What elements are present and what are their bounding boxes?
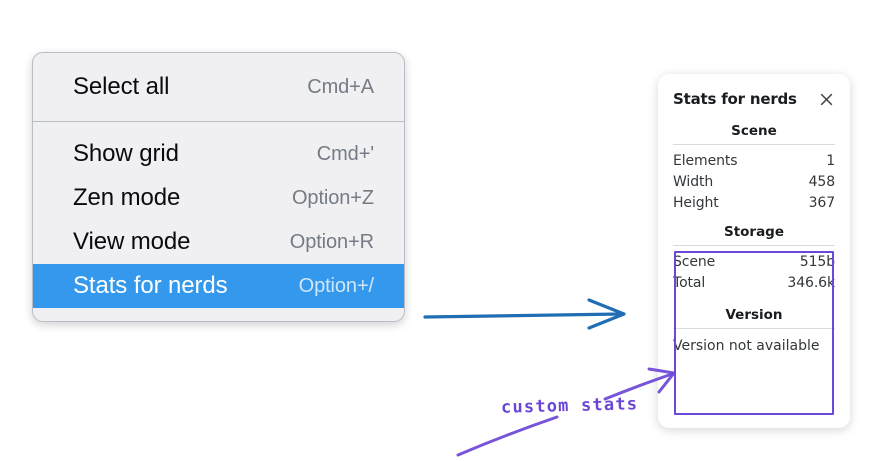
stat-value: 346.6k: [787, 274, 835, 291]
blue-arrow-annotation: [423, 298, 626, 330]
menu-item-zen-mode[interactable]: Zen mode Option+Z: [33, 176, 404, 220]
menu-item-accelerator: Option+/: [298, 274, 374, 297]
menu-item-stats-for-nerds[interactable]: Stats for nerds Option+/: [33, 264, 404, 308]
menu-item-accelerator: Cmd+A: [307, 75, 374, 98]
stat-row: Elements 1: [673, 150, 835, 171]
section-rule: [673, 245, 835, 246]
menu-item-accelerator: Cmd+': [316, 142, 374, 165]
menu-item-label: View mode: [73, 228, 191, 255]
menu-item-view-mode[interactable]: View mode Option+R: [33, 220, 404, 264]
stats-panel-body: Stats for nerds Scene Elements 1 Width 4…: [658, 74, 850, 356]
context-menu[interactable]: Select all Cmd+A Show grid Cmd+' Zen mod…: [32, 52, 405, 322]
stat-key: Elements: [673, 152, 738, 169]
stats-panel-header: Stats for nerds: [673, 90, 835, 108]
menu-item-select-all[interactable]: Select all Cmd+A: [33, 65, 404, 109]
menu-item-accelerator: Option+R: [289, 230, 374, 253]
menu-group-2: Show grid Cmd+' Zen mode Option+Z View m…: [33, 122, 404, 321]
stat-key: Height: [673, 194, 719, 211]
stat-value: 367: [808, 194, 836, 211]
menu-item-label: Show grid: [73, 140, 179, 167]
stat-value: 458: [808, 173, 836, 190]
menu-divider: [33, 121, 404, 122]
menu-item-label: Stats for nerds: [73, 272, 228, 299]
section-rule: [673, 328, 835, 329]
stat-row: Height 367: [673, 192, 835, 213]
menu-item-accelerator: Option+Z: [291, 186, 374, 209]
menu-item-label: Zen mode: [73, 184, 181, 211]
menu-group-1: Select all Cmd+A: [33, 53, 404, 121]
stat-key: Scene: [673, 253, 716, 270]
stat-value: 1: [826, 152, 835, 169]
stat-row: Total 346.6k: [673, 272, 835, 293]
close-icon[interactable]: [817, 90, 835, 108]
menu-item-label: Select all: [73, 73, 170, 100]
section-rule: [673, 144, 835, 145]
annotation-label-custom-stats: custom stats: [500, 394, 639, 418]
stats-panel-title: Stats for nerds: [673, 90, 797, 108]
section-heading-scene: Scene: [731, 123, 777, 139]
stats-for-nerds-panel[interactable]: Stats for nerds Scene Elements 1 Width 4…: [658, 74, 850, 428]
stat-row: Width 458: [673, 171, 835, 192]
stat-value: 515b: [799, 253, 835, 270]
stat-row: Scene 515b: [673, 251, 835, 272]
stat-key: Width: [673, 173, 714, 190]
stat-key: Total: [673, 274, 706, 291]
section-heading-storage: Storage: [723, 224, 785, 240]
menu-item-show-grid[interactable]: Show grid Cmd+': [33, 132, 404, 176]
version-note: Version not available: [673, 338, 820, 354]
section-heading-version: Version: [725, 307, 783, 323]
